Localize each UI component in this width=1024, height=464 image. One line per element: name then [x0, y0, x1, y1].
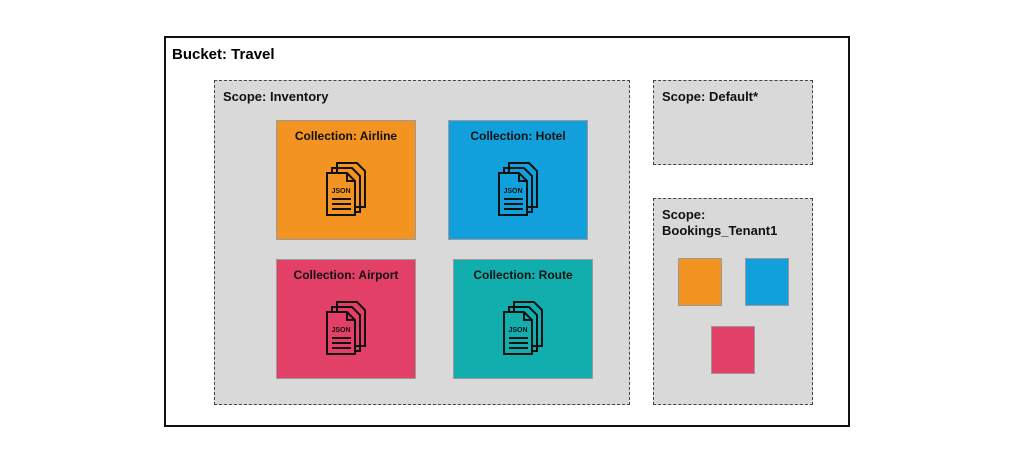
json-documents-icon: JSON	[498, 162, 538, 216]
json-label: JSON	[331, 188, 350, 195]
json-documents-icon: JSON	[503, 301, 543, 355]
scope-inventory: Scope: Inventory Collection: Airline JSO…	[214, 80, 630, 405]
collection-hotel: Collection: Hotel JSON	[448, 120, 588, 240]
json-label: JSON	[508, 327, 527, 334]
tenant-collection-pink	[711, 326, 755, 374]
collection-route: Collection: Route JSON	[453, 259, 593, 379]
collection-hotel-title: Collection: Hotel	[470, 129, 566, 143]
json-documents-icon: JSON	[326, 162, 366, 216]
collection-route-title: Collection: Route	[473, 268, 573, 282]
scope-default-title: Scope: Default*	[662, 89, 759, 104]
json-label: JSON	[503, 188, 522, 195]
json-documents-icon: JSON	[326, 301, 366, 355]
bucket-title: Bucket: Travel	[172, 46, 275, 63]
json-label: JSON	[331, 327, 350, 334]
scope-tenant-title-line1: Scope:	[662, 207, 706, 222]
collection-airline-title: Collection: Airline	[294, 129, 398, 143]
scope-default: Scope: Default*	[653, 80, 813, 165]
collection-airport-title: Collection: Airport	[293, 268, 399, 282]
scope-tenant-title: Scope: Bookings_Tenant1	[662, 207, 777, 239]
tenant-collection-orange	[678, 258, 722, 306]
scope-bookings-tenant1: Scope: Bookings_Tenant1	[653, 198, 813, 405]
scope-inventory-title: Scope: Inventory	[223, 89, 329, 104]
scope-tenant-title-line2: Bookings_Tenant1	[662, 223, 778, 238]
collection-airline: Collection: Airline JSON	[276, 120, 416, 240]
collection-airport: Collection: Airport JSON	[276, 259, 416, 379]
tenant-collection-blue	[745, 258, 789, 306]
